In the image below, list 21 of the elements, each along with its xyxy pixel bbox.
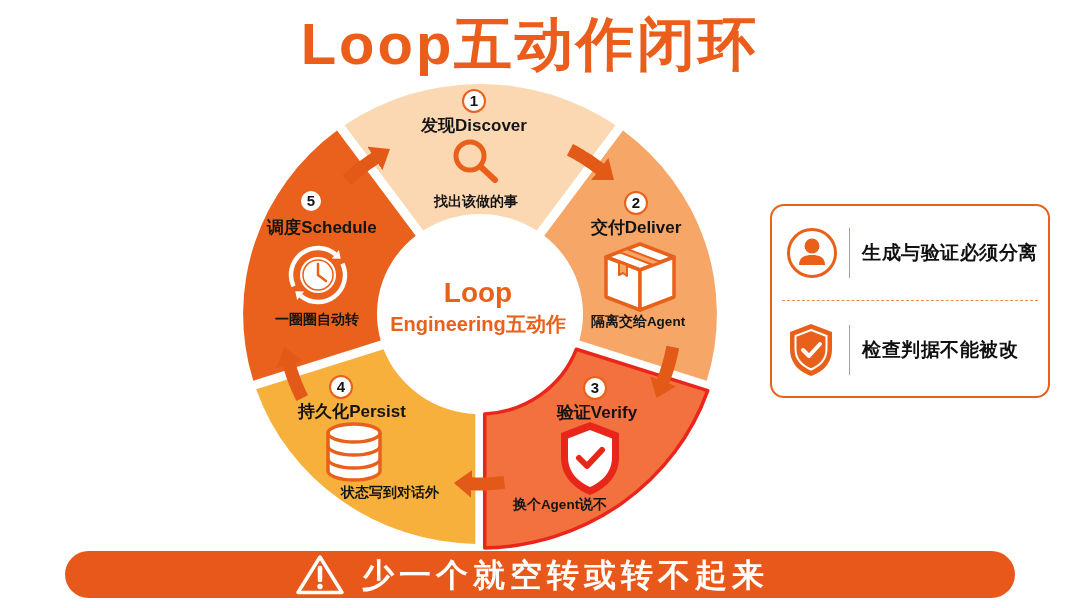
arrow [275,347,309,402]
banner-text: 少一个就空转或转不起来 [362,555,769,595]
step-title: 交付Deliver [590,217,682,239]
arrow [650,343,680,398]
step-caption: 一圈圈自动转 [275,311,359,329]
step-title: 调度Schedule [267,217,377,239]
hub-title: Loop Engineering五动作 [382,274,574,338]
step-caption: 隔离交给Agent [590,313,686,331]
step-caption: 换个Agent说不 [512,496,608,514]
diagram-title: Loop五动作闭环 [299,10,761,78]
step-caption: 状态写到对话外 [341,484,439,502]
note-text: 生成与验证必须分离 [862,241,1038,265]
note-text: 检查判据不能被改 [862,338,1018,362]
step-title: 持久化Persist [298,401,406,423]
arrow [342,146,390,185]
step-title: 验证Verify [556,402,638,424]
warning-banner [65,551,1015,598]
arrow [453,469,508,498]
note-panel [770,204,1050,398]
step-title: 发现Discover [421,115,527,137]
step-caption: 找出该做的事 [434,193,518,211]
